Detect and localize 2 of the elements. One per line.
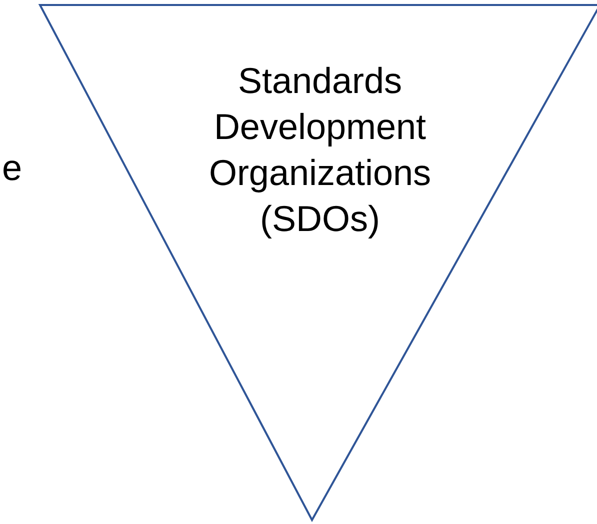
text-fragment: e bbox=[2, 150, 22, 186]
triangle-label: Standards Development Organizations (SDOs) bbox=[208, 59, 432, 241]
